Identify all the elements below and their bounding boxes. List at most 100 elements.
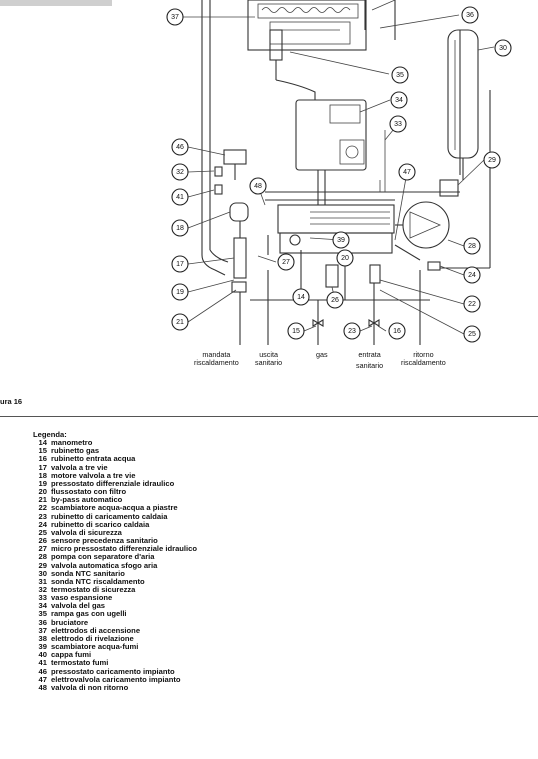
- connection-label-heating-return: ritorno riscaldamento: [401, 351, 446, 367]
- callout-number: 47: [403, 169, 411, 176]
- casing-lines: [201, 0, 491, 255]
- legend-text: sonda NTC riscaldamento: [51, 576, 145, 586]
- legend-text: elettrodo di rivelazione: [51, 633, 134, 643]
- legend-text: flussostato con filtro: [51, 487, 127, 497]
- legend-text: vaso espansione: [51, 593, 113, 603]
- callout-circle: [171, 138, 189, 156]
- connection-line1: gas: [316, 350, 328, 359]
- legend-text: scambiatore acqua-acqua a piastre: [51, 503, 178, 513]
- legend-number: 28: [38, 552, 47, 562]
- legend-title: Legenda:: [33, 430, 67, 439]
- legend-text: bruciatore: [51, 617, 89, 627]
- legend-number: 27: [38, 544, 47, 554]
- callout-number: 23: [348, 328, 356, 335]
- callout-number: 37: [171, 14, 179, 21]
- callout-circle: [171, 219, 189, 237]
- legend-number: 38: [38, 633, 47, 643]
- legend-number: 41: [38, 658, 47, 668]
- callout-number: 28: [468, 243, 476, 250]
- connection-label-cold-inlet: entrata sanitario: [356, 351, 383, 370]
- legend-item: 35 rampa gas con ugelli: [33, 610, 197, 618]
- legend-item: 26 sensore precedenza sanitario: [33, 536, 197, 546]
- legend-item: 23 rubinetto di caricamento caldaia: [33, 511, 197, 521]
- legend-text: pressostato caricamento impianto: [51, 666, 175, 676]
- legend-item: 31 sonda NTC riscaldamento: [33, 576, 197, 586]
- callout-number: 14: [297, 294, 305, 301]
- callout-number: 17: [176, 261, 184, 268]
- boiler-schematic: 3736303534334632414847291839281727202419…: [0, 0, 512, 345]
- callout-number: 16: [393, 328, 401, 335]
- callout-circle: [171, 283, 189, 301]
- callout-circle: [292, 288, 310, 306]
- callout-number: 27: [282, 259, 290, 266]
- callout-circle: [391, 66, 409, 84]
- legend-number: 15: [38, 446, 47, 456]
- callout-circle: [483, 151, 501, 169]
- legend-text: termostato fumi: [51, 658, 109, 668]
- legend-text: rubinetto di scarico caldaia: [51, 519, 150, 529]
- connection-line2: sanitario: [356, 361, 384, 370]
- callout-circle: [343, 322, 361, 340]
- callout-circle: [461, 6, 479, 24]
- legend-number: 40: [38, 650, 47, 660]
- legend-text: manometro: [51, 438, 93, 448]
- connection-line2: riscaldamento: [401, 358, 446, 367]
- connection-line1: uscita: [259, 350, 278, 359]
- legend-number: 25: [38, 527, 47, 537]
- gas-valve-block: [295, 99, 367, 205]
- callout-number: 30: [499, 45, 507, 52]
- legend-number: 16: [38, 454, 47, 464]
- legend-text: sonda NTC sanitario: [51, 568, 125, 578]
- callout-circle: [277, 253, 295, 271]
- callout-number: 48: [254, 183, 262, 190]
- callout-number: 35: [396, 72, 404, 79]
- legend-text: rampa gas con ugelli: [51, 609, 127, 619]
- legend-number: 20: [38, 487, 47, 497]
- callout-circle: [398, 163, 416, 181]
- combustion-chamber: [247, 0, 367, 100]
- legend-text: valvola di non ritorno: [51, 682, 129, 692]
- callout-number: 19: [176, 289, 184, 296]
- legend-number: 31: [38, 576, 47, 586]
- callout-number: 26: [331, 297, 339, 304]
- legend-number: 14: [38, 438, 47, 448]
- legend-text: valvola a tre vie: [51, 462, 108, 472]
- callout-circle: [389, 115, 407, 133]
- legend-number: 21: [38, 495, 47, 505]
- callout-number: 29: [488, 157, 496, 164]
- callout-number: 15: [292, 328, 300, 335]
- figure-label: ura 16: [0, 397, 23, 406]
- legend-number: 17: [38, 462, 47, 472]
- legend-number: 48: [38, 682, 47, 692]
- legend-number: 23: [38, 511, 47, 521]
- callout-circle: [249, 177, 267, 195]
- legend-number: 19: [38, 478, 47, 488]
- legend-number: 22: [38, 503, 47, 513]
- callout-circle: [463, 237, 481, 255]
- legend-text: elettrodos di accensione: [51, 625, 141, 635]
- callout-number: 20: [341, 255, 349, 262]
- legend-text: elettrovalvola caricamento impianto: [51, 674, 181, 684]
- legend-number: 35: [38, 609, 47, 619]
- legend-text: valvola del gas: [51, 601, 106, 611]
- legend-text: rubinetto di caricamento caldaia: [51, 511, 168, 521]
- callout-number: 22: [468, 301, 476, 308]
- callout-number: 24: [468, 272, 476, 279]
- legend-item: 22 scambiatore acqua-acqua a piastre: [33, 504, 197, 512]
- legend-text: rubinetto gas: [51, 446, 100, 456]
- legend-text: cappa fumi: [51, 650, 92, 660]
- connection-line1: mandata: [202, 350, 231, 359]
- legend-text: sensore precedenza sanitario: [51, 536, 158, 546]
- callout-circle: [494, 39, 512, 57]
- pump: [395, 179, 459, 249]
- legend-number: 26: [38, 536, 47, 546]
- connection-line1: ritorno: [413, 350, 434, 359]
